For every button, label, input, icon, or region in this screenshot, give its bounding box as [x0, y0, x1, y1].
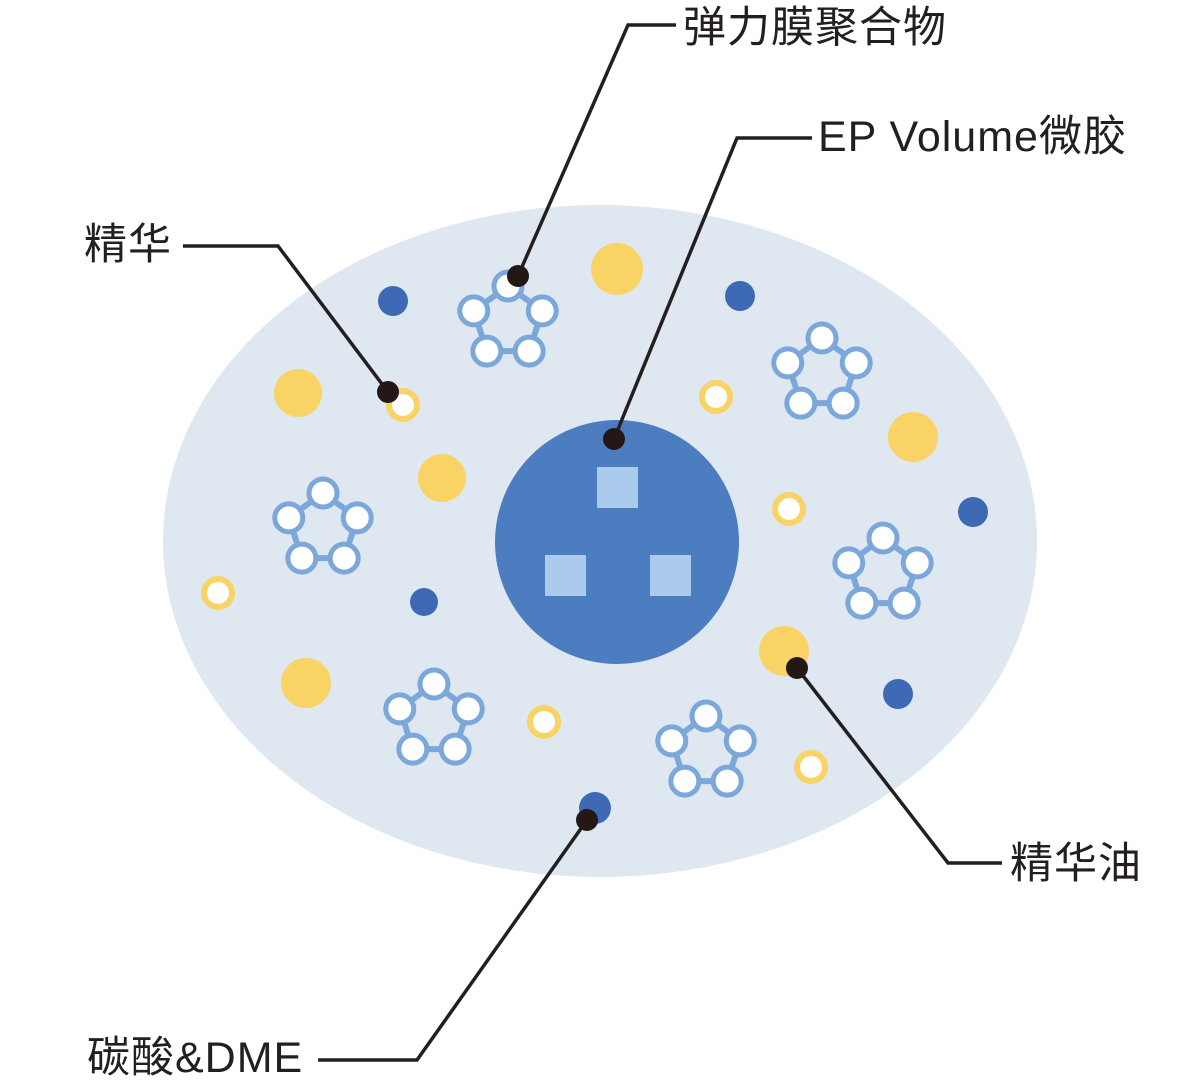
- polymer-flower-node: [887, 586, 921, 620]
- polymer-flower-node: [655, 724, 689, 758]
- polymer-flower-node: [839, 346, 873, 380]
- polymer-flower-node: [826, 386, 860, 420]
- polymer-flower-node: [451, 692, 485, 726]
- leader-dot-elastic-film-polymer: [507, 265, 529, 287]
- essence-ring-droplet: [794, 750, 828, 784]
- polymer-flower-node: [438, 732, 472, 766]
- label-essence-oil: 精华油: [1010, 840, 1142, 888]
- leader-line-ep-volume-microgel: [612, 136, 812, 440]
- polymer-flower-node: [710, 764, 744, 798]
- polymer-flower-node: [805, 321, 839, 355]
- polymer-flower-node: [832, 546, 866, 580]
- yellow-droplet: [888, 412, 938, 462]
- polymer-flower-node: [417, 667, 451, 701]
- label-ep-volume-microgel: EP Volume微胶: [818, 113, 1127, 161]
- polymer-flower-node: [327, 541, 361, 575]
- microgel-square: [545, 555, 586, 596]
- polymer-flower-node: [900, 546, 934, 580]
- essence-ring-droplet: [772, 492, 806, 526]
- leader-line-essence-oil: [795, 666, 1002, 865]
- yellow-droplet: [591, 243, 643, 295]
- yellow-droplet: [274, 369, 322, 417]
- microgel-square: [597, 467, 638, 508]
- polymer-flower-node: [306, 476, 340, 510]
- microgel-square: [650, 555, 691, 596]
- polymer-flower-node: [272, 501, 306, 535]
- blue-droplet: [883, 679, 913, 709]
- essence-ring-droplet: [527, 705, 561, 739]
- leader-dot-essence-oil: [786, 657, 808, 679]
- blue-droplet: [958, 497, 988, 527]
- polymer-flower-node: [457, 294, 491, 328]
- label-essence: 精华: [84, 221, 172, 269]
- leader-line-essence: [183, 244, 390, 394]
- polymer-flower-node: [784, 386, 818, 420]
- polymer-flower-node: [285, 541, 319, 575]
- polymer-flower-node: [470, 334, 504, 368]
- microgel-core: [495, 420, 739, 664]
- leader-dot-ep-volume-microgel: [603, 428, 625, 450]
- polymer-flower-node: [845, 586, 879, 620]
- polymer-flower-node: [866, 521, 900, 555]
- polymer-flower-node: [668, 764, 702, 798]
- leader-dot-essence: [377, 381, 399, 403]
- polymer-flower-node: [525, 294, 559, 328]
- blue-droplet: [725, 281, 755, 311]
- polymer-flower-node: [512, 334, 546, 368]
- blue-droplet: [378, 286, 408, 316]
- leader-line-carbonate-dme: [318, 818, 589, 1062]
- label-carbonate-dme: 碳酸&DME: [87, 1034, 304, 1082]
- yellow-droplet: [418, 454, 466, 502]
- polymer-flower-node: [383, 692, 417, 726]
- polymer-flower-node: [340, 501, 374, 535]
- polymer-flower-node: [689, 699, 723, 733]
- yellow-droplet: [281, 658, 331, 708]
- polymer-flower-node: [771, 346, 805, 380]
- blue-droplet: [410, 588, 438, 616]
- polymer-flower-node: [723, 724, 757, 758]
- essence-ring-droplet: [699, 380, 733, 414]
- polymer-flower-node: [396, 732, 430, 766]
- leader-dot-carbonate-dme: [576, 809, 598, 831]
- essence-ring-droplet: [201, 576, 235, 610]
- label-elastic-film-polymer: 弹力膜聚合物: [683, 4, 947, 52]
- leader-line-elastic-film-polymer: [516, 23, 676, 277]
